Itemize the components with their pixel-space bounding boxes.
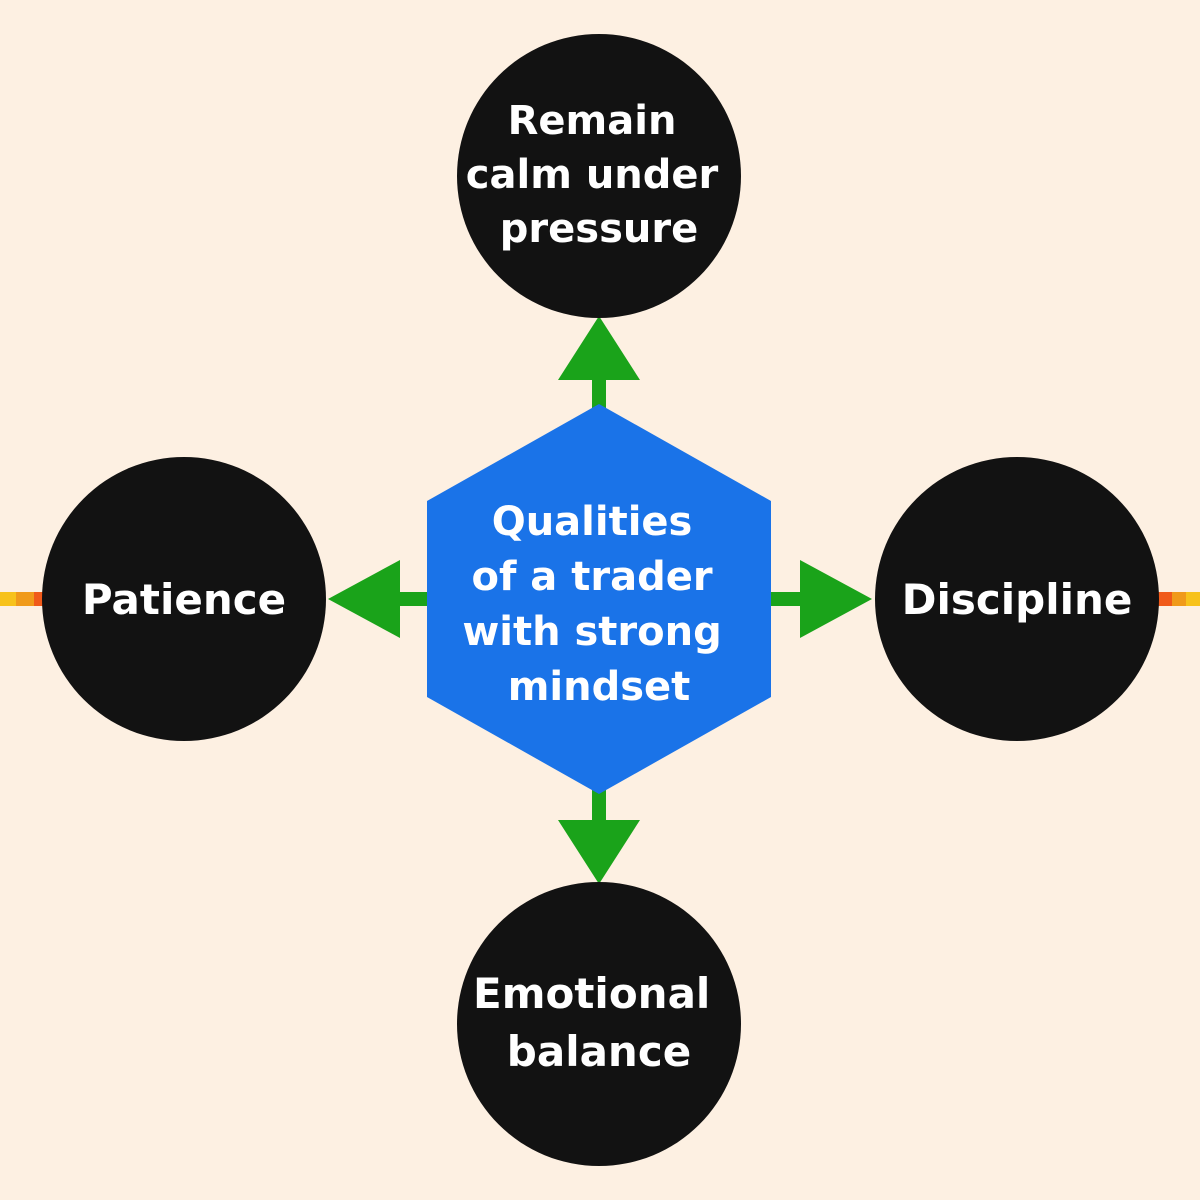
- arrow-to-left: [328, 560, 434, 638]
- node-discipline-label: Discipline: [902, 575, 1133, 624]
- node-discipline: Discipline: [875, 457, 1159, 741]
- node-emotional-balance: Emotional balance: [457, 882, 741, 1166]
- center-node: Qualities of a trader with strong mindse…: [427, 404, 771, 794]
- arrow-to-right: [766, 560, 872, 638]
- node-emotional-balance-label: Emotional balance: [473, 969, 725, 1076]
- node-remain-calm-label: Remain calm under pressure: [466, 98, 732, 252]
- arrow-to-bottom: [558, 788, 640, 884]
- edge-accent-left: [0, 592, 44, 606]
- center-node-label: Qualities of a trader with strong mindse…: [462, 499, 735, 710]
- node-patience-label: Patience: [82, 575, 286, 624]
- edge-accent-right: [1158, 592, 1200, 606]
- node-remain-calm: Remain calm under pressure: [457, 34, 741, 318]
- arrow-to-top: [558, 316, 640, 412]
- node-patience: Patience: [42, 457, 326, 741]
